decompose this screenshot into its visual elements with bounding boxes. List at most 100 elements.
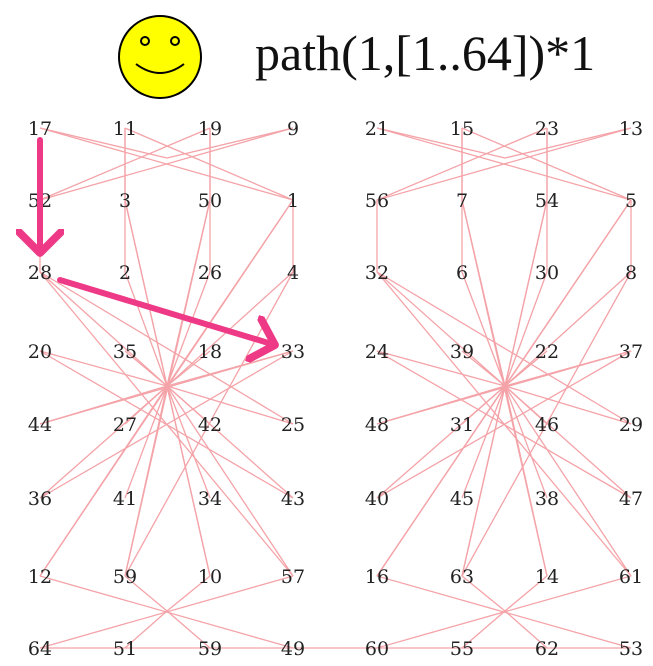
node-label: 1 [287,190,299,212]
node-label: 54 [535,190,559,212]
edge [504,385,632,577]
node-label: 17 [28,118,52,140]
edge [504,271,632,387]
node-label: 60 [365,638,389,660]
edge [461,385,506,499]
smiley-face-icon [118,15,202,99]
edge [504,385,632,425]
edge [504,127,632,159]
edge [166,127,294,159]
edge [39,271,294,577]
edge [376,271,632,577]
node-label: 11 [113,118,137,140]
node-label: 56 [365,190,389,212]
node-label: 9 [287,118,299,140]
edge [376,127,632,201]
node-label: 33 [281,341,305,363]
node-label: 31 [450,414,474,436]
node-label: 38 [535,488,559,510]
edge [166,575,211,612]
node-label: 39 [450,341,474,363]
node-label: 27 [113,414,137,436]
node-label: 22 [535,341,559,363]
node-label: 16 [365,566,389,588]
edge [461,271,632,577]
node-label: 44 [28,414,52,436]
node-label: 46 [535,414,559,436]
node-label: 49 [281,638,305,660]
edge [124,350,168,387]
edge [461,271,506,387]
node-label: 59 [198,638,222,660]
node-label: 15 [450,118,474,140]
node-label: 12 [28,566,52,588]
node-label: 25 [281,414,305,436]
node-label: 64 [28,638,52,660]
node-label: 4 [287,262,299,284]
node-label: 43 [281,488,305,510]
edge [461,575,506,612]
edge [39,271,294,425]
edge [376,127,506,159]
node-label: 47 [619,488,643,510]
node-label: 53 [619,638,643,660]
edge [166,385,211,499]
node-label: 7 [456,190,468,212]
node-label: 6 [456,262,468,284]
node-label: 18 [198,341,222,363]
node-label: 21 [365,118,389,140]
node-label: 50 [198,190,222,212]
edge [124,385,168,499]
edge [504,610,548,649]
node-label: 36 [28,488,52,510]
right-eye [170,36,180,46]
edge [504,385,548,425]
node-label: 24 [365,341,389,363]
node-label-layer: 1711199523501282264203518334427422536413… [28,118,643,660]
node-label: 55 [450,638,474,660]
node-label: 63 [450,566,474,588]
node-label: 2 [119,262,131,284]
smile-mouth [135,63,185,74]
edge [124,127,294,201]
node-label: 5 [625,190,637,212]
node-label: 28 [28,262,52,284]
node-label: 45 [450,488,474,510]
edge [39,271,168,387]
edge [504,271,548,387]
edge [461,350,506,387]
node-label: 37 [619,341,643,363]
node-label: 19 [198,118,222,140]
edge [124,385,168,425]
node-label: 40 [365,488,389,510]
node-label: 3 [119,190,131,212]
edge [166,385,211,425]
node-label: 61 [619,566,643,588]
edge [166,350,211,387]
node-label: 34 [198,488,222,510]
edge [461,610,506,649]
edge [504,385,548,499]
node-label: 13 [619,118,643,140]
node-label: 48 [365,414,389,436]
node-label: 8 [625,262,637,284]
edge [376,271,506,387]
edge [39,350,168,387]
edge [39,199,294,577]
node-label: 59 [113,566,137,588]
edge [461,385,506,425]
edge [124,199,211,577]
edge [376,350,506,387]
node-label: 42 [198,414,222,436]
node-label: 57 [281,566,305,588]
arrow-layer [40,137,275,345]
node-label: 51 [113,638,137,660]
node-label: 32 [365,262,389,284]
node-label: 23 [535,118,559,140]
edge [124,575,168,612]
edge [124,610,168,649]
edge [39,127,294,201]
face-circle [118,15,202,99]
node-label: 29 [619,414,643,436]
